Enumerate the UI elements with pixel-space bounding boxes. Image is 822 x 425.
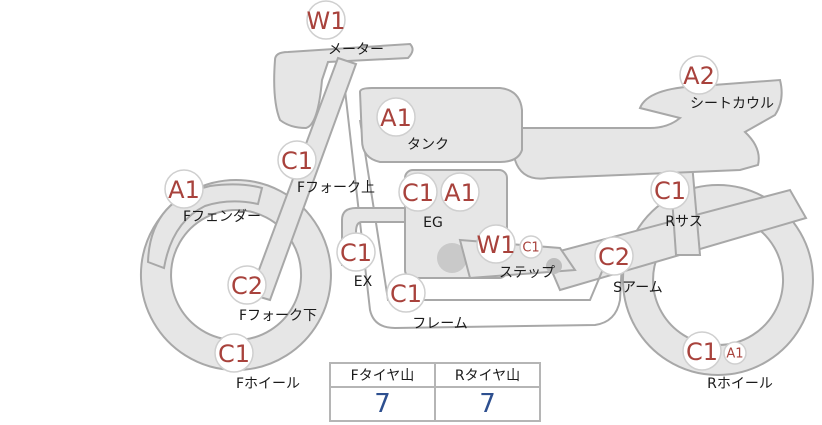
front-tire-header: Fタイヤ山 [329,362,436,388]
badge-f-fork-lower-0: C2 [227,265,267,305]
front-fender-shape [146,183,264,270]
badge-code: C1 [402,179,434,207]
part-label-r-wheel: Rホイール [707,376,773,392]
badge-code: C1 [390,280,422,308]
badge-circle [277,140,317,180]
part-label-seat-cowl: シートカウル [690,96,774,112]
badge-circle [723,341,747,365]
badge-f-fender-0: A1 [164,169,204,209]
tire-tread-table: Fタイヤ山 Rタイヤ山 7 7 [329,362,541,422]
badge-step-1: C1 [519,235,543,259]
front-fork-shape [248,56,358,302]
badge-circle [376,97,416,137]
badge-code: A1 [726,347,743,362]
part-label-f-wheel: Fホイール [236,376,300,392]
badge-code: C1 [340,239,372,267]
badge-meter-0: W1 [306,0,346,40]
badge-code: W1 [307,7,346,35]
badge-code: C1 [281,147,313,175]
badge-code: C2 [231,272,263,300]
badge-f-wheel-0: C1 [214,333,254,373]
badge-s-arm-0: C2 [594,236,634,276]
badge-eg-1: A1 [440,172,480,212]
part-label-meter: メーター [328,42,384,58]
badge-code: A2 [683,62,715,90]
part-label-s-arm: Sアーム [613,280,663,296]
badge-code: W1 [477,231,516,259]
rear-tire-header: Rタイヤ山 [434,362,541,388]
engine-cover-shape [437,243,467,273]
badge-circle [386,273,426,313]
badge-frame-0: C1 [386,273,426,313]
badge-circle [682,331,722,371]
badge-circle [214,333,254,373]
badge-circle [440,172,480,212]
badge-ex-0: C1 [336,232,376,272]
badge-circle [519,235,543,259]
part-label-step: ステップ [499,265,555,281]
badge-code: A1 [444,179,476,207]
badge-code: C1 [218,340,250,368]
front-tire-value: 7 [329,386,436,422]
badge-step-0: W1 [476,224,516,264]
part-label-r-suspension: Rサス [665,214,702,230]
badge-code: C2 [598,243,630,271]
badge-tank-0: A1 [376,97,416,137]
badge-r-wheel-0: C1 [682,331,722,371]
badge-circle [306,0,346,40]
step-peg-shape [546,258,562,274]
rear-tire-value: 7 [434,386,541,422]
badge-circle [336,232,376,272]
badge-code: C1 [654,177,686,205]
badge-circle [227,265,267,305]
badge-circle [594,236,634,276]
part-label-eg: EG [423,215,443,231]
exhaust-shape [341,207,411,266]
badge-code: C1 [686,338,718,366]
handlebar-shape [273,42,414,130]
badge-circle [650,170,690,210]
badge-circle [679,55,719,95]
badge-circle [164,169,204,209]
badge-circle [476,224,516,264]
seat-shape [510,78,783,180]
part-label-f-fender: Fフェンダー [183,209,261,225]
badge-code: A1 [380,104,412,132]
badge-f-fork-upper-0: C1 [277,140,317,180]
badge-code: A1 [168,176,200,204]
badge-r-suspension-0: C1 [650,170,690,210]
badge-code: C1 [522,241,539,256]
badge-r-wheel-1: A1 [723,341,747,365]
frame-shape [344,89,623,330]
part-label-f-fork-lower: Fフォーク下 [239,308,317,324]
badge-eg-0: C1 [398,172,438,212]
badge-seat-cowl-0: A2 [679,55,719,95]
part-label-f-fork-upper: Fフォーク上 [297,180,375,196]
part-label-tank: タンク [407,137,449,153]
badge-circle [398,172,438,212]
part-label-frame: フレーム [412,316,468,332]
part-label-ex: EX [354,274,373,290]
